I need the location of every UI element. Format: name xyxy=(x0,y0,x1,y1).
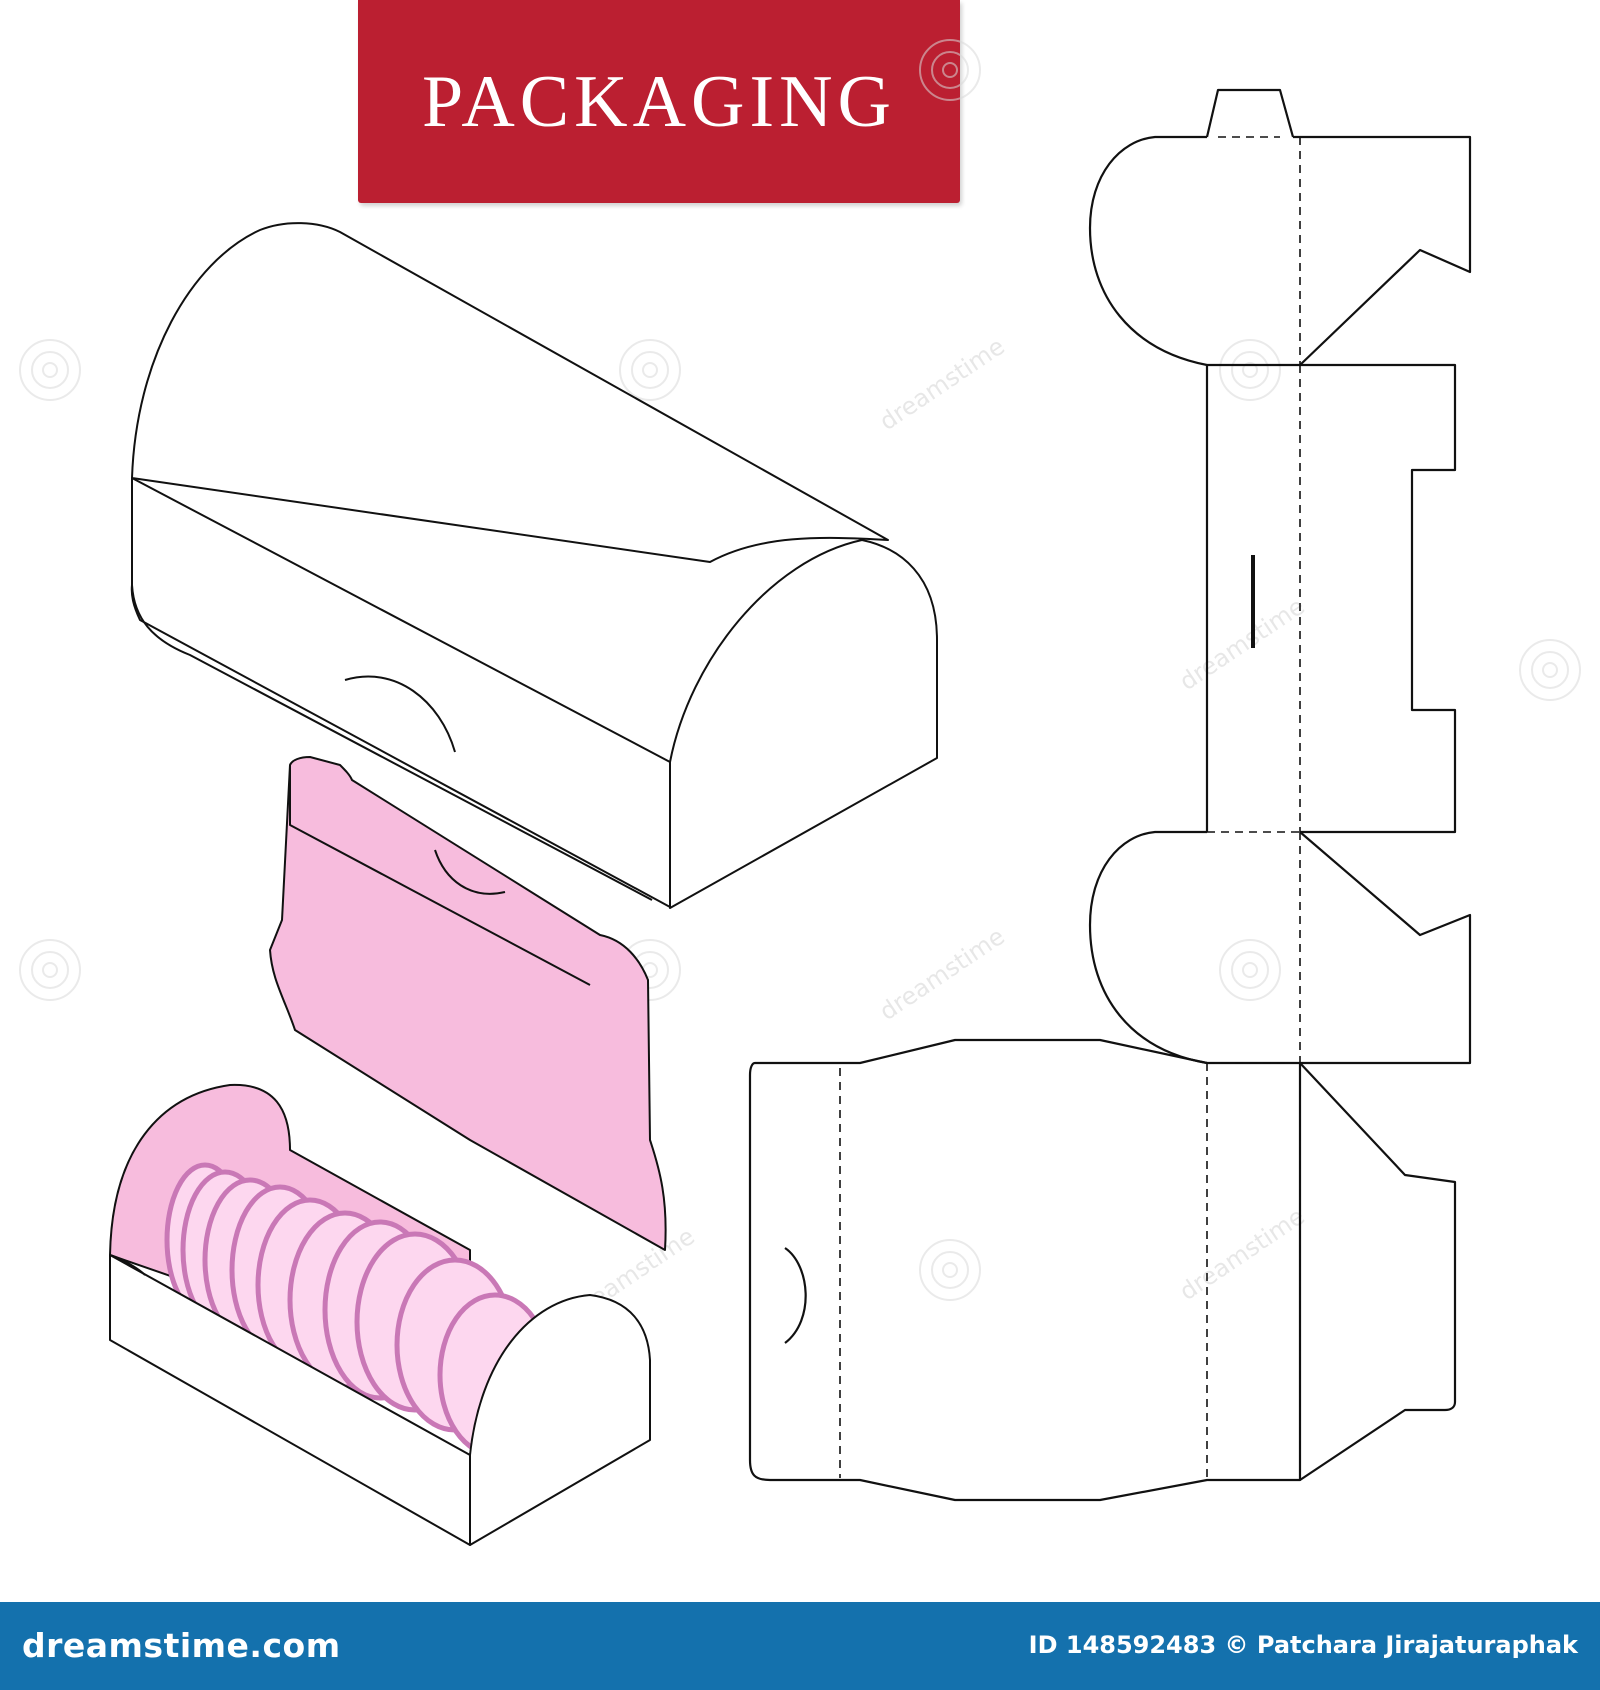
dieline-fold-lines xyxy=(839,136,1301,1480)
page-title: PACKAGING xyxy=(421,61,896,143)
dieline-spine-right-block xyxy=(1300,363,1457,834)
open-box-end-wall xyxy=(469,1294,651,1546)
closed-box-end xyxy=(669,539,938,909)
closed-box-top xyxy=(131,222,889,563)
footer-credit: ID 148592483 © Patchara Jirajaturaphak xyxy=(1028,1631,1578,1659)
dieline-top-tab xyxy=(1205,88,1295,138)
open-box-lid-notch xyxy=(434,849,506,895)
dieline-upper-wing xyxy=(1293,135,1472,366)
spiral-logo-icon xyxy=(19,39,1581,1301)
dieline-upper-flap xyxy=(1088,135,1300,367)
closed-box-thumb-notch xyxy=(344,675,456,753)
dieline-bottom-panel xyxy=(748,1038,1302,1502)
footer-bar: dreamstime.com ID 148592483 © Patchara J… xyxy=(0,1602,1600,1690)
dieline-bottom-thumb-notch xyxy=(784,1247,807,1344)
closed-box-lid-edge xyxy=(131,584,653,901)
cookie-disc-stack xyxy=(164,1162,553,1458)
open-box-with-pink-discs xyxy=(109,756,667,1546)
dieline-lower-wing xyxy=(1299,831,1472,1065)
dieline-lower-flap xyxy=(1088,830,1300,1065)
dieline-bottom-side xyxy=(1299,1062,1457,1481)
closed-arch-box-illustration xyxy=(130,222,938,909)
open-box-lid xyxy=(269,756,667,1251)
title-banner: PACKAGING xyxy=(358,0,960,203)
illustration-canvas xyxy=(19,39,1581,1546)
flat-box-dieline-template xyxy=(748,88,1472,1502)
footer-brand[interactable]: dreamstime.com xyxy=(22,1626,341,1665)
